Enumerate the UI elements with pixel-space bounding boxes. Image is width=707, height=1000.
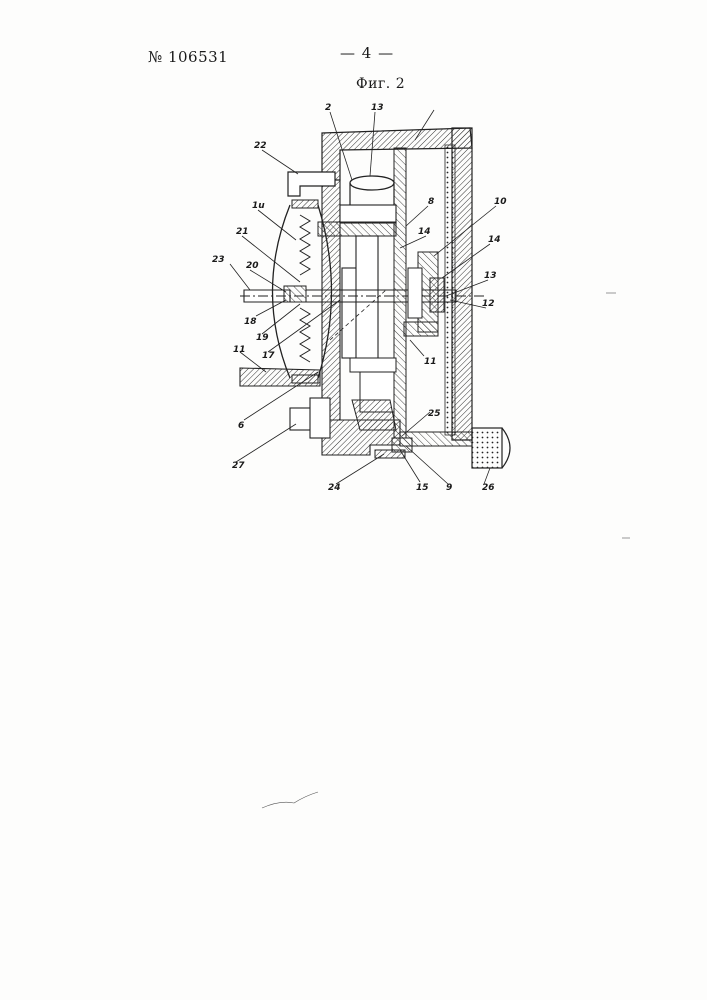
callout-6: 6 [238,421,244,431]
callout-8: 8 [428,197,434,207]
callout-17: 17 [262,351,275,361]
callout-11-a: 11 [233,345,246,355]
callout-19: 19 [256,333,269,343]
callout-21: 21 [236,227,249,237]
callout-22: 22 [254,141,267,151]
callout-2: 2 [325,103,331,113]
callout-26: 26 [482,483,495,493]
callout-24: 24 [328,483,341,493]
callout-23: 23 [212,255,225,265]
callout-13-b: 13 [484,271,497,281]
callout-20: 20 [246,261,259,271]
callout-10: 10 [494,197,507,207]
callout-9: 9 [446,483,452,493]
callout-27: 27 [232,461,245,471]
callout-14-b: 14 [488,235,501,245]
fitting-27 [290,398,330,438]
adjustment-knob [472,428,510,468]
callout-1u: 1u [252,201,265,211]
callout-18: 18 [244,317,257,327]
callout-11-b: 11 [424,357,437,367]
callout-14-a: 14 [418,227,431,237]
callout-12: 12 [482,299,495,309]
callout-15: 15 [416,483,429,493]
callout-25: 25 [428,409,441,419]
callout-13-top: 13 [371,103,384,113]
